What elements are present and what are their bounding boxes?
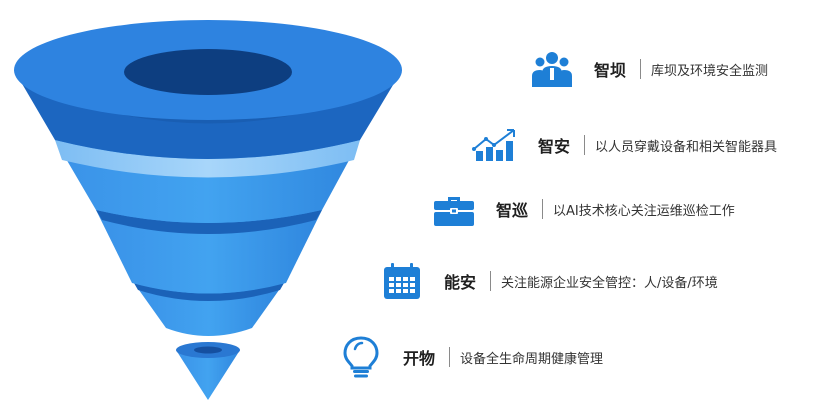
item-title: 智坝	[594, 61, 627, 80]
funnel-tip	[176, 350, 240, 400]
item-description: 以人员穿戴设备和相关智能器具	[595, 139, 778, 155]
funnel-segment-3	[96, 210, 322, 294]
item-description: 库坝及环境安全监测	[651, 63, 769, 79]
growth-chart-icon	[470, 125, 522, 165]
item-description: 以AI技术核心关注运维巡检工作	[553, 203, 735, 219]
list-item: 能安 关注能源企业安全管控：人/设备/环境	[376, 261, 718, 301]
divider	[490, 271, 492, 291]
funnel-graphic	[14, 20, 402, 400]
item-title: 能安	[444, 273, 477, 292]
funnel-band-4	[134, 283, 284, 301]
lightbulb-icon	[335, 336, 387, 378]
list-item: 智安 以人员穿戴设备和相关智能器具	[470, 125, 777, 165]
funnel-band-3	[96, 210, 322, 234]
item-description: 关注能源企业安全管控：人/设备/环境	[501, 275, 718, 291]
list-item: 智巡 以AI技术核心关注运维巡检工作	[428, 189, 735, 229]
divider	[542, 199, 544, 219]
funnel-tip-hole	[194, 346, 222, 354]
list-item: 开物 设备全生命周期健康管理	[335, 336, 604, 378]
item-description: 设备全生命周期健康管理	[460, 351, 604, 367]
funnel-band-light	[55, 140, 360, 178]
list-item: 智坝 库坝及环境安全监测	[526, 49, 768, 89]
divider	[449, 347, 451, 367]
divider	[584, 135, 586, 155]
funnel-top-hole	[124, 49, 292, 95]
item-title: 智巡	[496, 201, 529, 220]
divider	[640, 59, 642, 79]
item-title: 智安	[538, 137, 571, 156]
calendar-icon	[376, 261, 428, 301]
briefcase-icon	[428, 189, 480, 229]
item-title: 开物	[403, 349, 436, 368]
team-icon	[526, 49, 578, 89]
